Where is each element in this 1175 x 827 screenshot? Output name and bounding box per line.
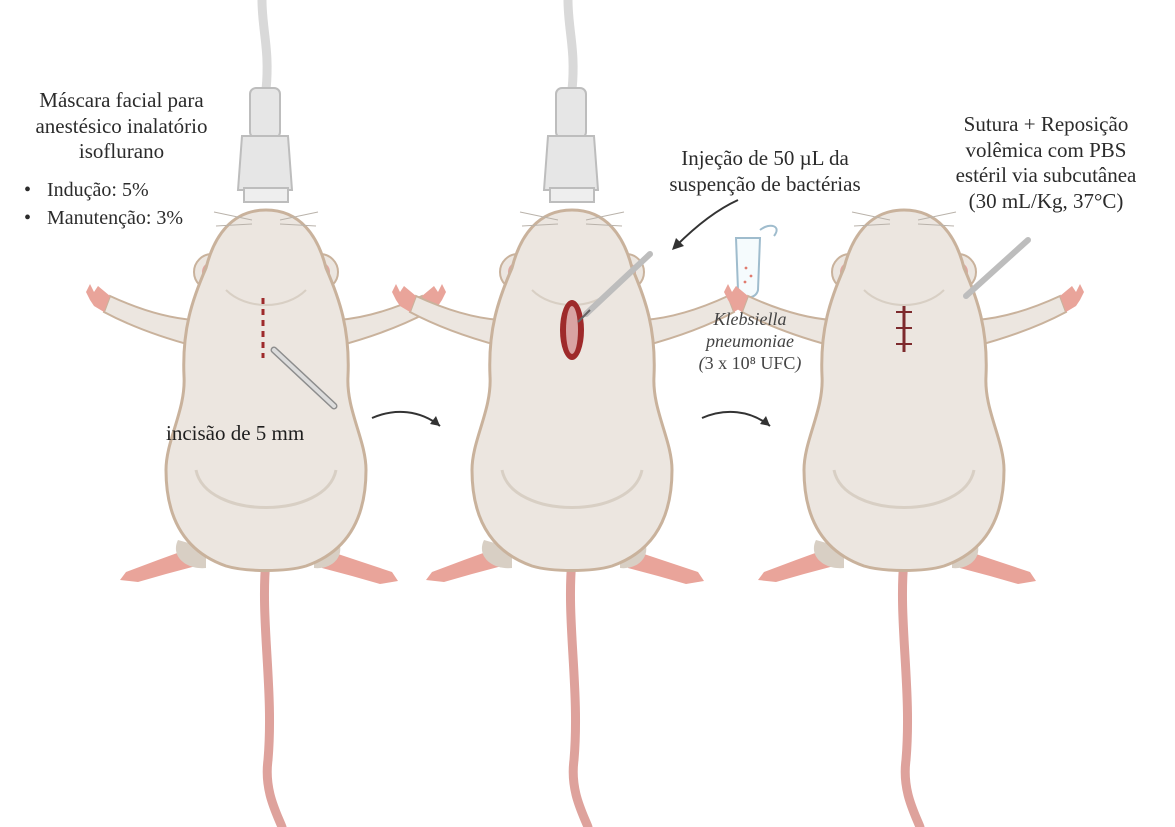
suture-label: Sutura + Reposição volêmica com PBS esté… xyxy=(912,112,1175,214)
suture-line-4: (30 mL/Kg, 37°C) xyxy=(912,189,1175,215)
injection-line-2: suspenção de bactérias xyxy=(620,172,910,198)
anesthesia-mask-icon xyxy=(238,0,292,202)
open-incision xyxy=(560,300,584,360)
mouse-icon xyxy=(86,210,446,827)
bacteria-dose: (3 x 10⁸ UFC) xyxy=(685,353,815,375)
dose-value: 3 x 10⁸ UFC xyxy=(705,353,796,373)
bacteria-genus: Klebsiella xyxy=(685,309,815,331)
arrow-icon xyxy=(372,412,440,426)
induction-bullet: Indução: 5% xyxy=(22,176,183,204)
arrow-icon xyxy=(702,412,770,426)
suture-line-2: volêmica com PBS xyxy=(912,138,1175,164)
bacteria-species: pneumoniae xyxy=(685,331,815,353)
incision-label: incisão de 5 mm xyxy=(166,421,304,447)
suture-line-1: Sutura + Reposição xyxy=(912,112,1175,138)
injection-line-1: Injeção de 50 µL da xyxy=(620,146,910,172)
anesthesia-mask-icon xyxy=(544,0,598,202)
bacteria-label: Klebsiella pneumoniae (3 x 10⁸ UFC) xyxy=(685,309,815,375)
mouse-icon xyxy=(724,210,1084,827)
anesthesia-dosage-list: Indução: 5% Manutenção: 3% xyxy=(22,176,183,232)
injection-label: Injeção de 50 µL da suspenção de bactéri… xyxy=(620,146,910,197)
maintenance-bullet: Manutenção: 3% xyxy=(22,204,183,232)
anesthesia-line-1: Máscara facial para xyxy=(0,88,243,114)
anesthesia-line-3: isoflurano xyxy=(0,139,243,165)
dose-paren-close: ) xyxy=(795,353,801,373)
microtube-icon xyxy=(736,226,777,298)
anesthesia-line-2: anestésico inalatório xyxy=(0,114,243,140)
suture-line-3: estéril via subcutânea xyxy=(912,163,1175,189)
anesthesia-label: Máscara facial para anestésico inalatóri… xyxy=(0,88,243,165)
arrow-icon xyxy=(672,200,738,250)
